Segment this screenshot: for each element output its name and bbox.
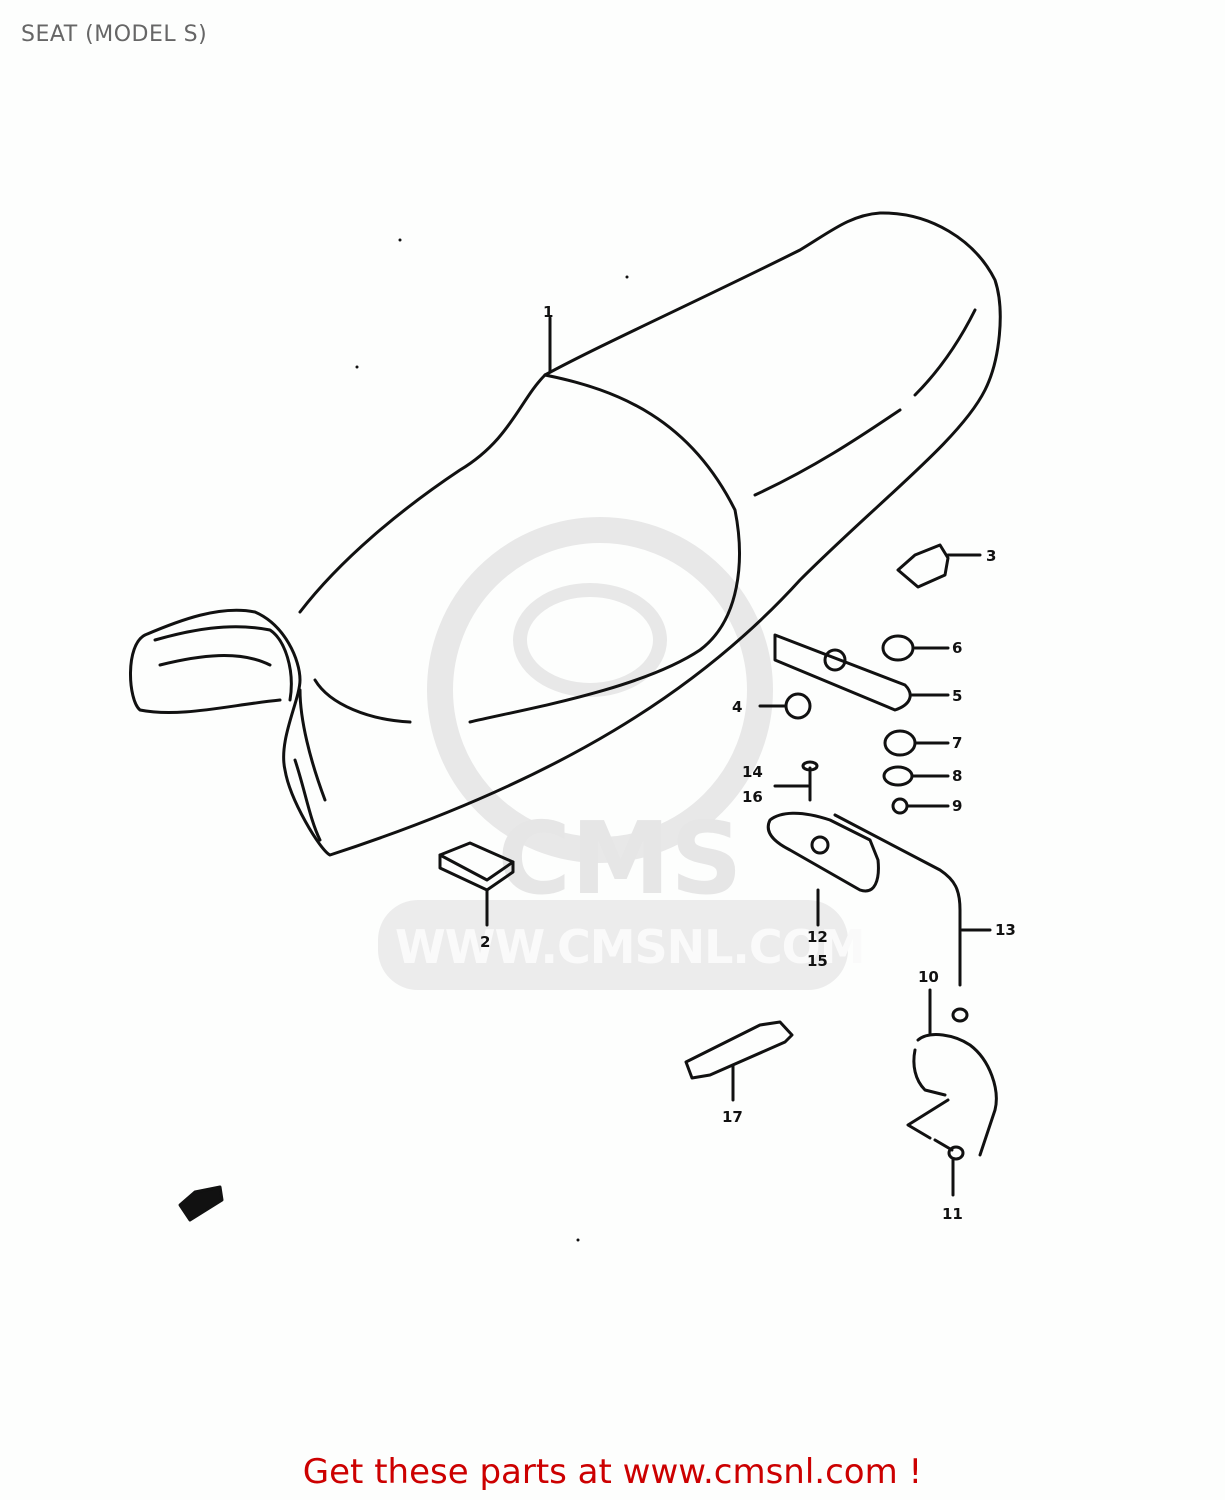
callout-16: 16 bbox=[742, 788, 763, 806]
part-6-cap bbox=[881, 634, 950, 662]
footer-link[interactable]: www.cmsnl.com bbox=[622, 1452, 898, 1492]
part-11-screw bbox=[933, 1138, 965, 1197]
part-4-nut bbox=[758, 692, 812, 720]
callout-13: 13 bbox=[995, 921, 1016, 939]
part-small-clip bbox=[178, 1185, 224, 1222]
part-13-cable bbox=[833, 813, 992, 1023]
footer-prefix: Get these parts at bbox=[302, 1452, 612, 1492]
callout-6: 6 bbox=[952, 639, 963, 657]
part-2-pad bbox=[438, 841, 515, 927]
callout-12: 12 bbox=[807, 928, 828, 946]
watermark-url-text: WWW.CMSNL.COM bbox=[395, 920, 866, 974]
callout-9: 9 bbox=[952, 797, 963, 815]
page-title: SEAT (MODEL S) bbox=[21, 22, 208, 47]
part-14-bolt bbox=[773, 760, 819, 802]
watermark-cms-text: CMS bbox=[497, 800, 743, 917]
callout-1: 1 bbox=[543, 303, 554, 321]
part-5-plate bbox=[773, 633, 950, 712]
part-9-nut bbox=[891, 797, 950, 815]
callout-4: 4 bbox=[732, 698, 743, 716]
callout-5: 5 bbox=[952, 687, 963, 705]
part-10-latch bbox=[906, 988, 998, 1157]
callout-10: 10 bbox=[918, 968, 939, 986]
callout-15: 15 bbox=[807, 952, 828, 970]
footer-suffix: ! bbox=[908, 1452, 923, 1492]
seat-part-1 bbox=[129, 211, 1002, 857]
callout-17: 17 bbox=[722, 1108, 743, 1126]
part-17-strap bbox=[684, 1020, 794, 1102]
callout-3: 3 bbox=[986, 547, 997, 565]
callout-11: 11 bbox=[942, 1205, 963, 1223]
callout-2: 2 bbox=[480, 933, 491, 951]
part-8-washer bbox=[882, 765, 950, 787]
part-3-bracket bbox=[896, 543, 982, 589]
callout-8: 8 bbox=[952, 767, 963, 785]
callout-14: 14 bbox=[742, 763, 763, 781]
part-7-grommet bbox=[883, 729, 950, 757]
part-12-lock-plate bbox=[766, 811, 880, 927]
callout-7: 7 bbox=[952, 734, 963, 752]
footer-promo: Get these parts at www.cmsnl.com ! bbox=[0, 1452, 1225, 1492]
